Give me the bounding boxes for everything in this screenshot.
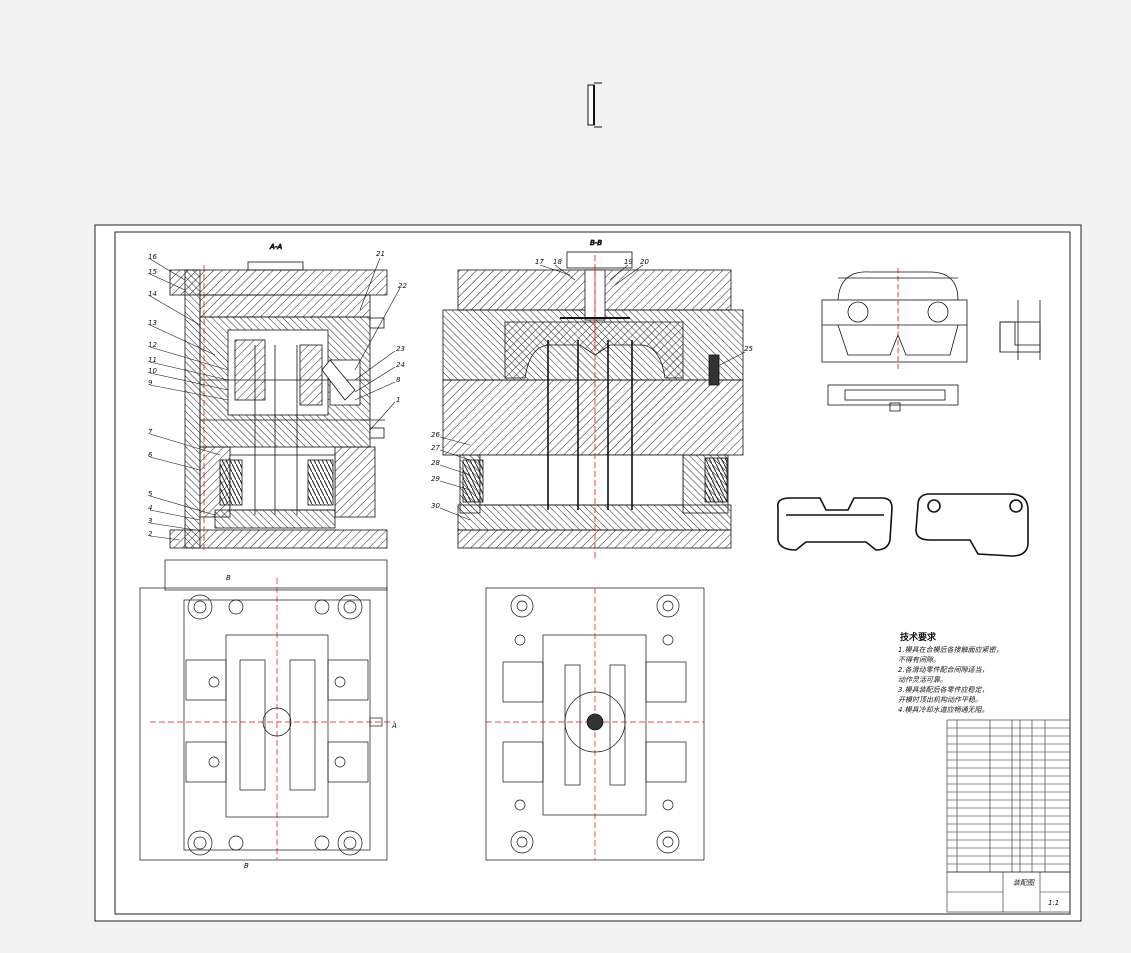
leader-lines-b <box>439 264 746 521</box>
plan-view-left: B B A <box>139 559 397 870</box>
part-numbers-left: 16 15 14 13 12 11 10 9 7 6 5 4 3 2 21 22… <box>148 250 407 538</box>
part-number: 19 <box>624 258 633 266</box>
part-bottom-view <box>827 384 959 412</box>
part-number: 9 <box>148 379 153 387</box>
part-number: 10 <box>148 367 157 375</box>
part-number: 3 <box>148 517 152 525</box>
drawing-frame-inner <box>114 231 1071 915</box>
notes-title: 技术要求 <box>900 631 937 643</box>
part-numbers-right: 17 18 19 20 25 26 27 28 29 30 <box>431 258 753 510</box>
part-number: 14 <box>148 290 157 298</box>
part-number: 5 <box>148 490 153 498</box>
part-number: 28 <box>431 459 440 467</box>
part-number: 24 <box>396 361 405 369</box>
part-number: 1 <box>396 396 400 404</box>
part-side-view <box>999 300 1041 360</box>
part-number: 29 <box>431 475 440 483</box>
drawing-name: 装配图 <box>1013 879 1035 887</box>
notes-line: 动作灵活可靠。 <box>898 676 947 684</box>
part-number: 6 <box>148 451 153 459</box>
part-number: 17 <box>535 258 544 266</box>
notes-line: 开模时顶出机构动作平稳。 <box>898 696 982 704</box>
part-number: 22 <box>398 282 407 290</box>
part-number: 20 <box>640 258 649 266</box>
leader-lines-left <box>149 257 401 541</box>
part-number: 16 <box>148 253 157 261</box>
part-isometric-view-1 <box>776 497 893 551</box>
part-number: 30 <box>431 502 440 510</box>
part-isometric-view-2 <box>915 493 1029 557</box>
part-number: 8 <box>396 376 401 384</box>
plan-view-right <box>485 587 705 861</box>
small-part-view <box>587 82 602 128</box>
section-b-title: B-B <box>590 239 602 247</box>
notes-line: 4.模具冷却水道应畅通无阻。 <box>898 706 989 714</box>
notes-line: 1.模具在合模后各接触面应紧密， <box>898 646 1003 654</box>
technical-notes: 技术要求 1.模具在合模后各接触面应紧密， 不得有间隙。 2.各滑动零件配合间隙… <box>898 631 1003 714</box>
section-a-title: A-A <box>269 243 282 251</box>
part-number: 27 <box>431 444 440 452</box>
title-block: 装配图 1:1 <box>946 871 1071 913</box>
part-number: 4 <box>148 504 152 512</box>
part-front-view <box>821 268 968 370</box>
part-number: 23 <box>396 345 405 353</box>
part-number: 21 <box>376 250 385 258</box>
part-number: 12 <box>148 341 157 349</box>
mark-a-right: A <box>391 722 397 730</box>
notes-line: 3.模具装配后各零件应稳定， <box>898 686 989 694</box>
mark-b-bottom: B <box>244 862 249 870</box>
drawing-scale: 1:1 <box>1048 899 1059 907</box>
notes-line: 不得有间隙。 <box>898 656 940 664</box>
part-number: 7 <box>148 428 153 436</box>
part-number: 18 <box>553 258 562 266</box>
mark-b-top: B <box>226 574 231 582</box>
section-a-view: A-A <box>148 243 407 550</box>
section-b-view: B-B <box>431 239 753 560</box>
part-number: 13 <box>148 319 157 327</box>
part-number: 15 <box>148 268 157 276</box>
part-number: 25 <box>744 345 753 353</box>
part-number: 11 <box>148 356 157 364</box>
notes-line: 2.各滑动零件配合间隙适当， <box>898 666 989 674</box>
part-number: 26 <box>431 431 440 439</box>
parts-list-rows <box>947 727 1070 865</box>
part-number: 2 <box>148 530 153 538</box>
